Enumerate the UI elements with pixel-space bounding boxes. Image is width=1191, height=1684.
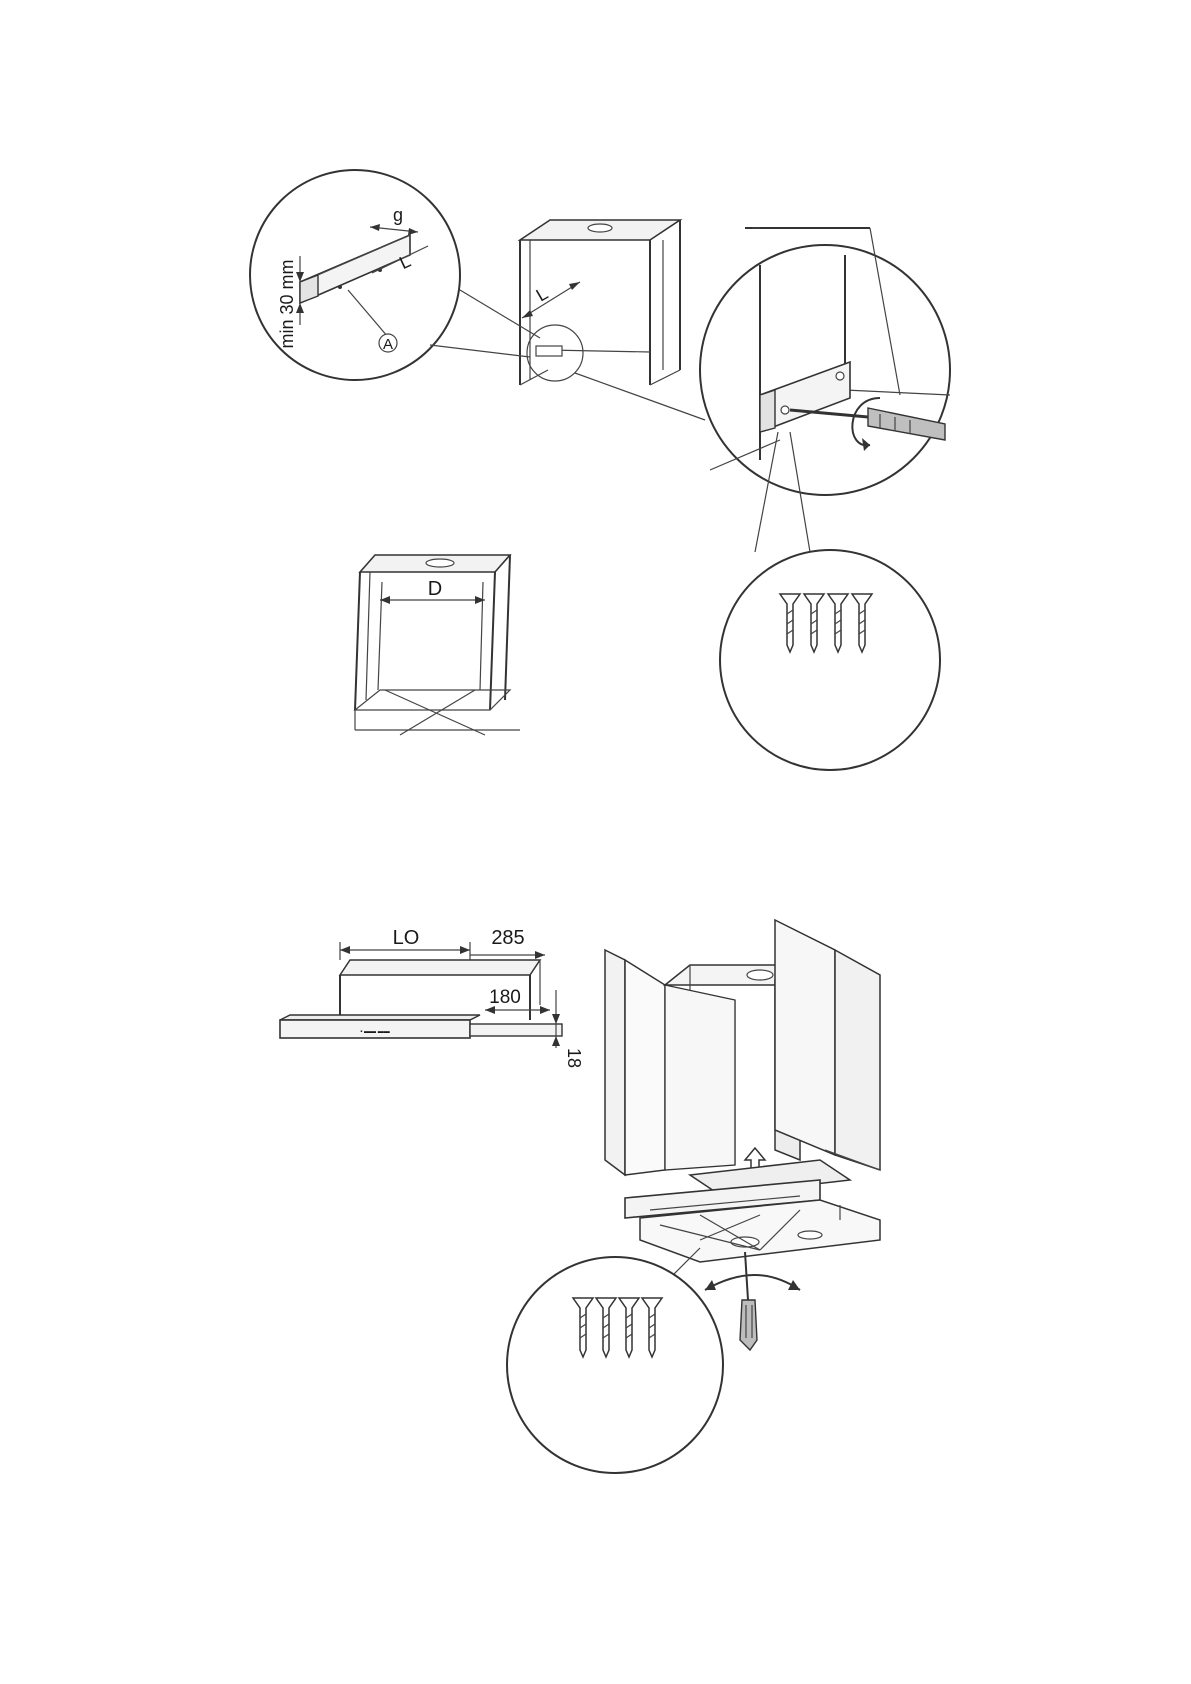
min-height-label: min 30 mm (277, 259, 297, 348)
gap-label: g (393, 205, 403, 225)
hood-dimension-drawing: ▪ ▬▬ ▬▬ LO 285 180 18 (280, 927, 584, 1068)
screwdriver-detail-circle (700, 228, 950, 552)
screws-detail-circle-top (720, 550, 940, 770)
dim-180-label: 180 (489, 987, 521, 1008)
connector-line (430, 345, 530, 357)
svg-text:▪ ▬▬ ▬▬: ▪ ▬▬ ▬▬ (360, 1029, 389, 1035)
screws-detail-circle-bottom (507, 1257, 723, 1473)
depth-label: D (428, 578, 442, 600)
cabinet-depth: D (355, 555, 520, 735)
dim-18-label: 18 (564, 1048, 584, 1068)
opening-label: LO (393, 927, 420, 949)
part-a-label: A (383, 336, 393, 353)
dim-285-label: 285 (491, 927, 524, 949)
cabinet-top: L (520, 220, 680, 385)
connector-line (575, 373, 705, 420)
bracket-detail-circle: g L min 30 mm A (250, 170, 460, 380)
